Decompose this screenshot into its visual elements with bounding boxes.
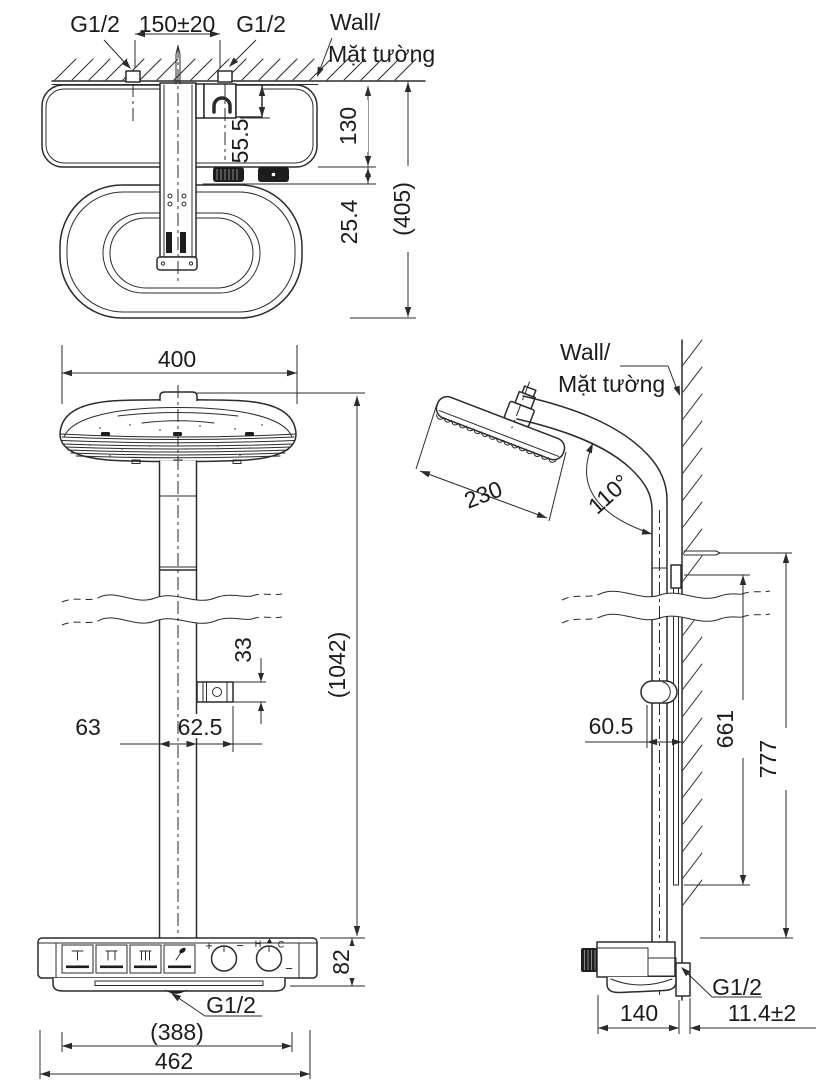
dim-label-hook-depth: 55.5: [227, 119, 253, 164]
slide-rail: [670, 564, 682, 886]
dim-panel-width: 462: [39, 1030, 311, 1079]
spray-buttons: [61, 944, 196, 974]
dim-label-column-width: 63: [75, 714, 101, 740]
label-g12-left: G1/2: [70, 11, 131, 69]
label-wall-top: Wall/ Mặt tường: [317, 9, 435, 77]
column-top: [156, 82, 198, 271]
dim-label-wall-gap: 11.4±2: [728, 1000, 796, 1026]
spray-icon-3: [139, 950, 152, 961]
dim-overall-height: (1042): [197, 392, 365, 936]
dim-label-holder-offset: 62.5: [178, 714, 223, 740]
dim-box-depth: 140: [597, 995, 680, 1034]
temp-cold-label: C: [278, 940, 285, 950]
knobs-top: [202, 167, 314, 185]
dim-label-column-height: 777: [755, 740, 781, 778]
temp-minus-label: −: [285, 961, 293, 976]
hook-block: [195, 83, 263, 119]
dim-label-overall-height: (1042): [324, 632, 350, 698]
g12-front-text: G1/2: [206, 992, 256, 1018]
wall-hatching-side: [682, 339, 703, 906]
dim-label-head-diameter: 230: [461, 476, 506, 514]
spray-icon-1: [71, 950, 84, 961]
dim-overall-depth: (405): [350, 82, 421, 319]
head-side: [435, 381, 566, 463]
dim-wall-gap: 11.4±2: [689, 998, 816, 1034]
dim-column-height: 777: [700, 553, 793, 939]
control-box-side: [581, 941, 691, 997]
wall-top-text-2: Mặt tường: [328, 41, 435, 67]
dim-label-panel-height: 82: [328, 949, 354, 975]
dim-hook-depth: 55.5: [227, 86, 270, 163]
dim-panel-height: 82: [290, 937, 365, 987]
dim-label-overall-depth: (405): [389, 182, 415, 236]
dim-inlet-span: 150±20: [134, 11, 221, 68]
label-g12-right: G1/2: [229, 11, 286, 67]
inlet-fitting-right: [217, 70, 233, 83]
control-panel-front: + − H C −: [37, 937, 318, 994]
dim-label-inlet-span: 150±20: [139, 11, 216, 37]
wall-side-text-2: Mặt tường: [558, 371, 665, 397]
dim-label-bracket-depth: 130: [335, 107, 361, 145]
temperature-knob: H C −: [255, 938, 293, 976]
label-g12-front: G1/2: [171, 992, 262, 1018]
dim-holder-height: 33: [230, 637, 266, 724]
holder-front: [196, 681, 234, 703]
dim-rail-height: 661: [684, 574, 750, 886]
top-view: 150±20 G1/2 G1/2 Wall/ Mặt tường 55.5: [41, 9, 435, 319]
volume-knob: + −: [205, 938, 244, 972]
knob-plus-label: +: [205, 938, 213, 953]
dim-holder-depth: 60.5: [585, 705, 682, 748]
temp-indicator-icon: [266, 938, 273, 944]
label-g12-side: G1/2: [681, 967, 762, 1000]
spray-icon-2: [105, 950, 118, 961]
g12-left-text: G1/2: [70, 11, 120, 37]
knob-minus-label: −: [236, 938, 244, 953]
dim-label-holder-height: 33: [230, 637, 256, 663]
dim-label-knob-offset: 25.4: [336, 199, 362, 244]
dim-panel-span: (388): [61, 1019, 293, 1052]
break-side: [561, 590, 771, 624]
dim-label-head-width: 400: [158, 346, 196, 372]
g12-right-text: G1/2: [236, 11, 286, 37]
dim-head-angle: 110°: [583, 442, 653, 535]
dim-label-panel-span: (388): [150, 1019, 204, 1045]
inlet-fitting-left: [125, 70, 141, 83]
holder-side: [640, 680, 678, 704]
break-front: [61, 593, 283, 626]
dim-bracket-depth: 130: [318, 86, 376, 168]
shower-arm: [516, 395, 668, 944]
dim-head-width: 400: [61, 345, 298, 404]
dim-label-box-depth: 140: [620, 1000, 658, 1026]
label-wall-side: Wall/ Mặt tường: [558, 339, 680, 397]
outlet-port-front: [164, 989, 188, 994]
temp-hot-label: H: [255, 939, 262, 949]
dim-label-panel-width: 462: [155, 1048, 193, 1074]
dim-column-width: 63 62.5: [75, 706, 262, 752]
dim-label-rail-height: 661: [712, 710, 738, 748]
g12-side-text: G1/2: [712, 974, 762, 1000]
front-view: 400 33 63 62.5: [37, 345, 365, 1079]
dim-label-holder-depth: 60.5: [589, 713, 634, 739]
side-knob: [581, 948, 597, 972]
side-view: Wall/ Mặt tường: [415, 339, 816, 1034]
wall-top-text-1: Wall/: [330, 9, 381, 35]
wall-flange: [675, 962, 691, 997]
wall-side-text-1: Wall/: [560, 339, 611, 365]
dim-knob-offset: 25.4: [313, 167, 376, 244]
fixing-pin: [683, 550, 792, 556]
handshower-icon: [175, 947, 186, 961]
